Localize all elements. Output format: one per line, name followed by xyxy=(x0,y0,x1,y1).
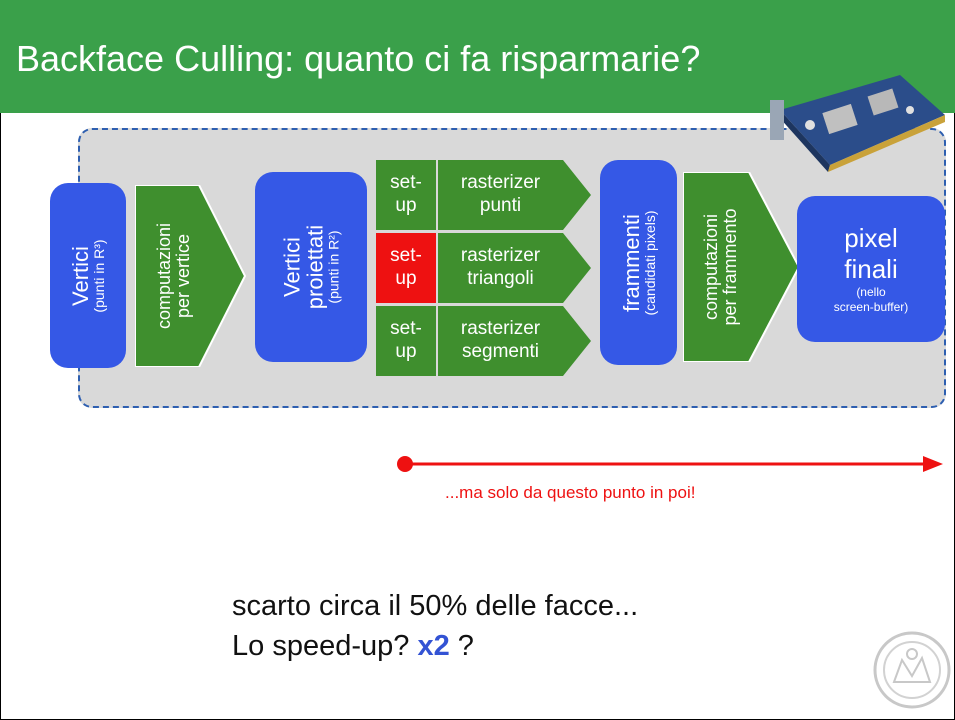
vertici-box: Vertici (punti in R³) xyxy=(50,183,126,368)
title-bar: Backface Culling: quanto ci fa risparmar… xyxy=(0,0,955,113)
body-line1: scarto circa il 50% delle facce... xyxy=(232,590,639,622)
body-line2: Lo speed-up? x2 ? xyxy=(232,626,638,666)
pixel-finali-line1: pixel xyxy=(844,223,898,253)
rast-punti-2: punti xyxy=(479,195,522,216)
comp-frammento-line2: per frammento xyxy=(720,208,740,326)
body-line2-pre: Lo speed-up? xyxy=(232,630,418,662)
rast-triangoli-1: rasterizer xyxy=(460,245,541,267)
range-annotation: ...ma solo da questo punto in poi! xyxy=(445,483,696,502)
rast-segmenti-2: segmenti xyxy=(461,341,540,362)
rasterizer-punti-arrow xyxy=(438,160,591,230)
comp-vertice-line2: per vertice xyxy=(173,233,193,319)
body-text: scarto circa il 50% delle facce... Lo sp… xyxy=(232,586,638,666)
pixel-finali-line2: finali xyxy=(844,254,898,284)
graphics-card-icon xyxy=(770,75,945,172)
red-range-arrow xyxy=(397,456,943,472)
rast-triangoli-2: triangoli xyxy=(467,268,534,289)
comp-vertice-line1: computazioni xyxy=(154,222,175,330)
frammenti-sub: (candidati pixels) xyxy=(641,209,658,316)
body-line2-post: ? xyxy=(449,630,474,662)
rasterizer-triangoli-arrow xyxy=(438,233,591,303)
comp-frammento-line1: computazioni xyxy=(701,213,722,321)
rast-segmenti-1: rasterizer xyxy=(460,318,541,340)
university-seal-icon xyxy=(873,631,951,709)
slide-title: Backface Culling: quanto ci fa risparmar… xyxy=(16,38,701,79)
vertici-proiettati-box: Vertici proiettati (punti in R²) xyxy=(255,172,367,362)
vp-line1: Vertici xyxy=(279,237,305,297)
vp-line2: proiettati xyxy=(302,224,328,310)
comp-vertice-arrow xyxy=(135,185,247,367)
frammenti-box: frammenti (candidati pixels) xyxy=(600,160,677,365)
vp-sub: (punti in R²) xyxy=(325,230,342,304)
setup-cell-3: set-up xyxy=(376,306,436,376)
frammenti-label: frammenti xyxy=(618,213,644,312)
pixel-finali-box: pixel finali (nello screen-buffer) xyxy=(797,196,945,342)
rasterizer-segmenti-arrow xyxy=(438,306,591,376)
comp-frammento-arrow xyxy=(683,172,801,362)
vertici-sub: (punti in R³) xyxy=(91,238,108,313)
rast-punti-1: rasterizer xyxy=(460,172,541,194)
pixel-finali-sub1: (nello xyxy=(856,285,886,299)
speedup-value: x2 xyxy=(417,630,450,662)
setup-cell-1: set-up xyxy=(376,160,436,230)
vertici-label: Vertici xyxy=(68,245,94,306)
setup-cell-2: set-up xyxy=(376,233,436,303)
pixel-finali-sub2: screen-buffer) xyxy=(833,300,909,314)
